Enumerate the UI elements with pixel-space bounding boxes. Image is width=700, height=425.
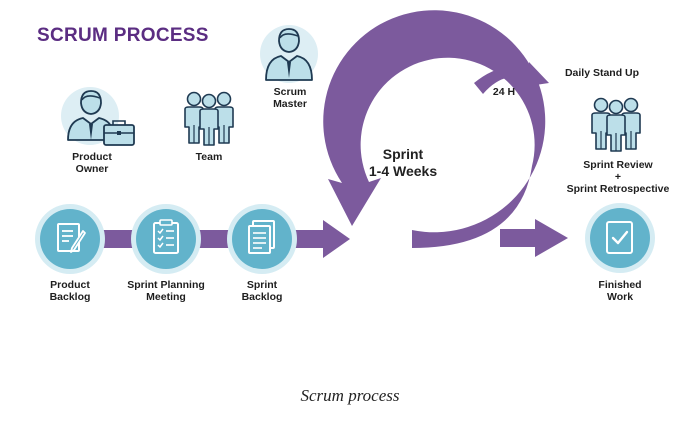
daily-cycle-arrow <box>474 62 549 94</box>
flow-connector-1 <box>96 230 136 248</box>
person-with-tie-icon <box>265 28 313 81</box>
sprint-cycle-arrow <box>323 10 546 249</box>
flow-arrow-to-sprint <box>288 220 350 258</box>
finished-work-node <box>585 203 655 273</box>
sprint-review-label: Sprint Review+Sprint Retrospective <box>566 159 670 195</box>
team-figure <box>184 91 234 146</box>
product-backlog-node <box>35 204 105 274</box>
checklist-icon <box>153 219 179 254</box>
flow-connector-2 <box>196 230 236 248</box>
sprint-backlog-node <box>227 204 297 274</box>
daily-standup-label: Daily Stand Up <box>564 67 640 79</box>
review-team-icon <box>591 97 641 152</box>
scrum-master-figure <box>260 25 318 83</box>
documents-stack-icon <box>248 220 275 254</box>
team-label: Team <box>195 151 223 163</box>
flow-arrow-to-finished <box>500 219 568 257</box>
person-with-briefcase-icon <box>67 90 135 146</box>
team-icon <box>184 91 234 146</box>
sprint-review-figure <box>591 97 641 152</box>
page-title: SCRUM PROCESS <box>37 25 209 46</box>
figure-caption: Scrum process <box>300 386 400 405</box>
document-check-icon <box>606 221 633 254</box>
product-owner-figure <box>61 87 135 146</box>
daily-cycle-label: 24 H <box>492 86 516 98</box>
document-pencil-icon <box>57 223 86 253</box>
sprint-planning-node <box>131 204 201 274</box>
